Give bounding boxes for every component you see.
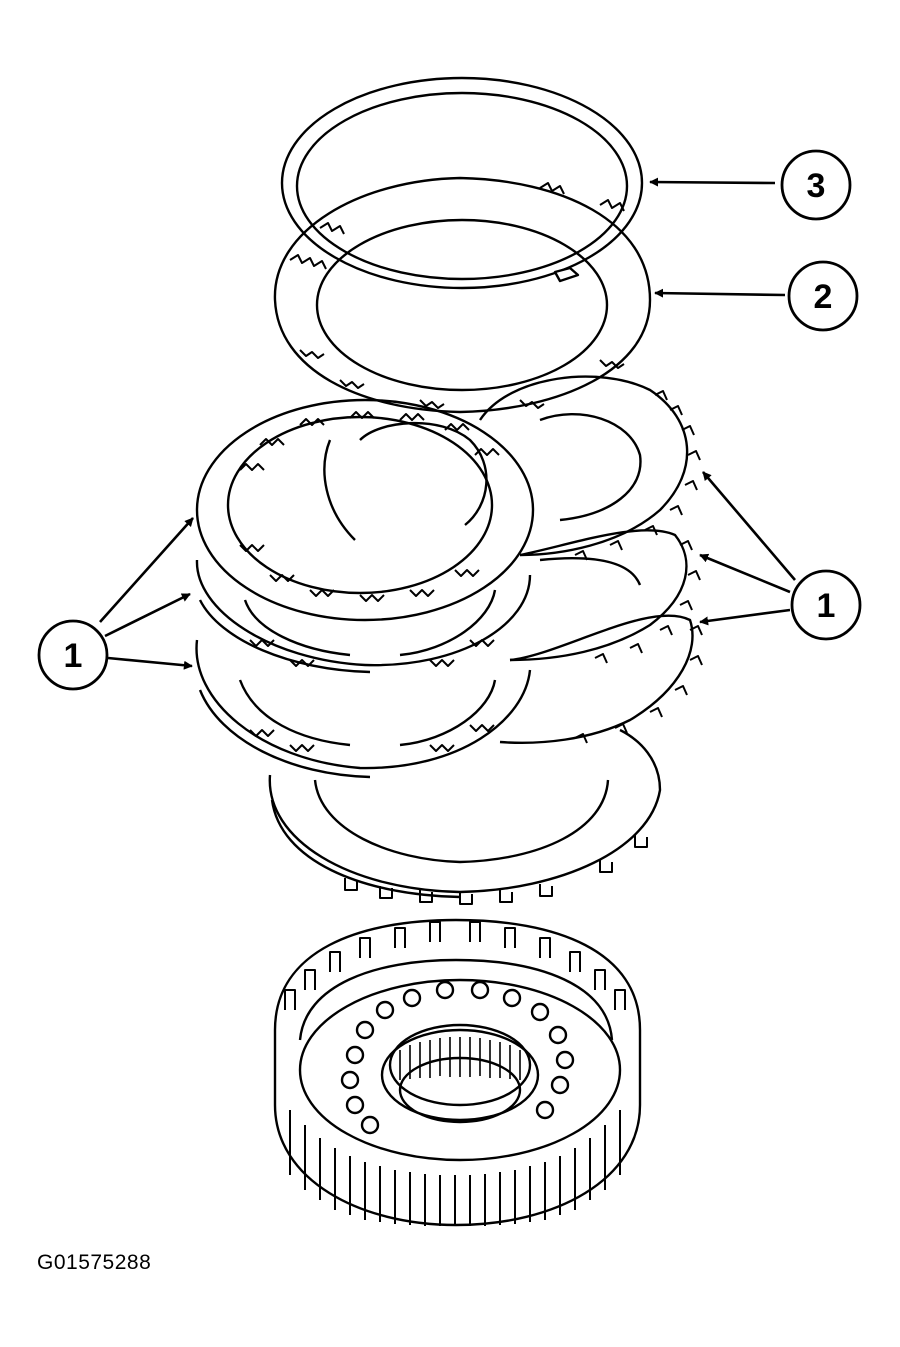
leader-arrow-1-left-top xyxy=(99,517,194,623)
leader-arrow-1-right-top xyxy=(702,471,796,581)
leader-arrow-1-right-mid xyxy=(699,553,791,594)
friction-plate-middle xyxy=(195,559,532,674)
leader-arrow-1-left-mid xyxy=(104,592,191,638)
steel-plate-lower xyxy=(499,614,694,745)
clutch-hub xyxy=(273,918,642,1227)
callout-2-label: 2 xyxy=(814,278,833,316)
leader-arrow-1-left-bottom xyxy=(107,656,193,670)
callout-3: 3 xyxy=(780,149,852,221)
leader-arrow-3 xyxy=(649,177,776,187)
callout-1-right-label: 1 xyxy=(817,587,836,625)
callout-1-left: 1 xyxy=(37,619,109,691)
leader-arrow-1-right-bottom xyxy=(699,608,791,626)
friction-plate-bottom xyxy=(195,639,532,779)
callout-3-label: 3 xyxy=(807,167,826,205)
callout-2: 2 xyxy=(787,260,859,332)
separator-plate xyxy=(268,728,662,905)
figure-id: G01575288 xyxy=(37,1251,152,1274)
steel-plate-middle xyxy=(509,529,688,662)
friction-plate-top xyxy=(195,398,535,622)
leader-arrow-2 xyxy=(654,288,786,298)
callout-1-left-label: 1 xyxy=(64,637,83,675)
callout-1-right: 1 xyxy=(790,569,862,641)
steel-plate-upper xyxy=(479,375,689,557)
snap-ring xyxy=(280,76,644,290)
